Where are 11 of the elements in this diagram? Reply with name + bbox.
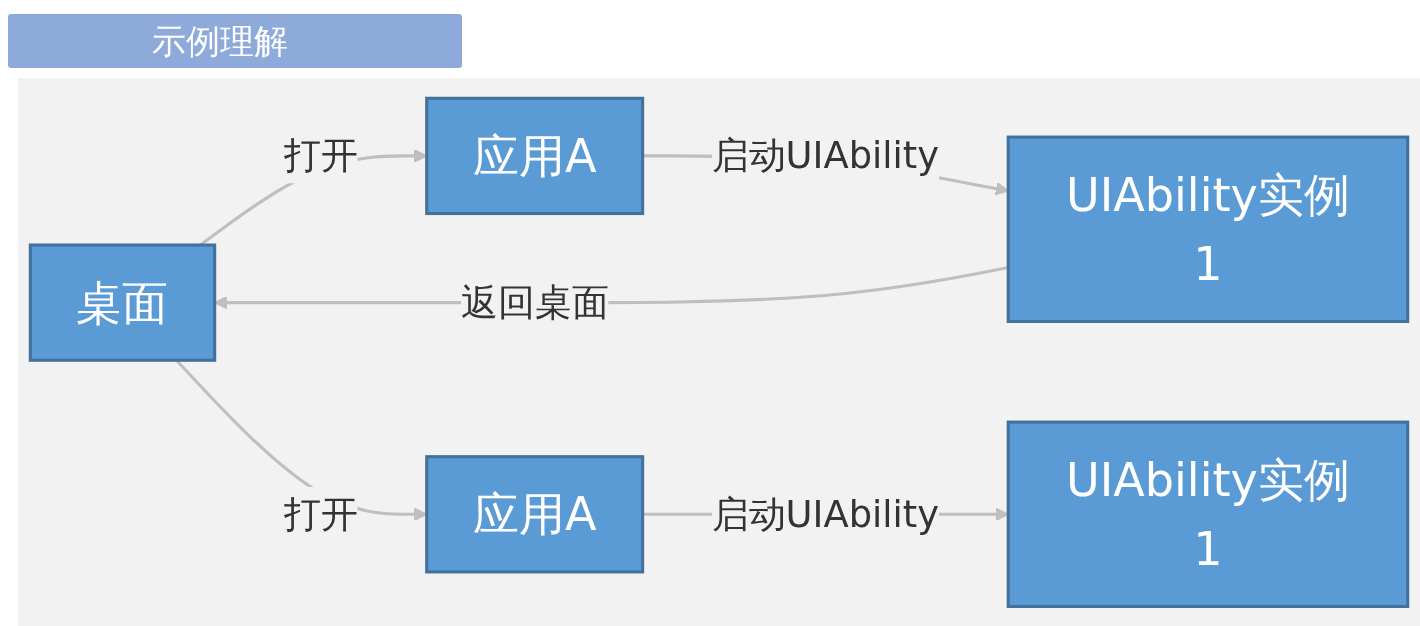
edge-label: 启动UIAbility (711, 492, 940, 536)
edge-label: 返回桌面 (460, 280, 609, 324)
node-box: 桌面 (28, 243, 217, 362)
title-banner: 示例理解 (8, 14, 462, 68)
node-box: UIAbility实例1 (1006, 420, 1410, 608)
node-box: 应用A (425, 454, 645, 574)
node-box: UIAbility实例1 (1006, 135, 1410, 323)
edge-label: 打开 (283, 134, 358, 178)
edge-label: 打开 (283, 492, 358, 536)
node-box: 应用A (425, 96, 645, 215)
edge-label: 启动UIAbility (711, 134, 940, 178)
